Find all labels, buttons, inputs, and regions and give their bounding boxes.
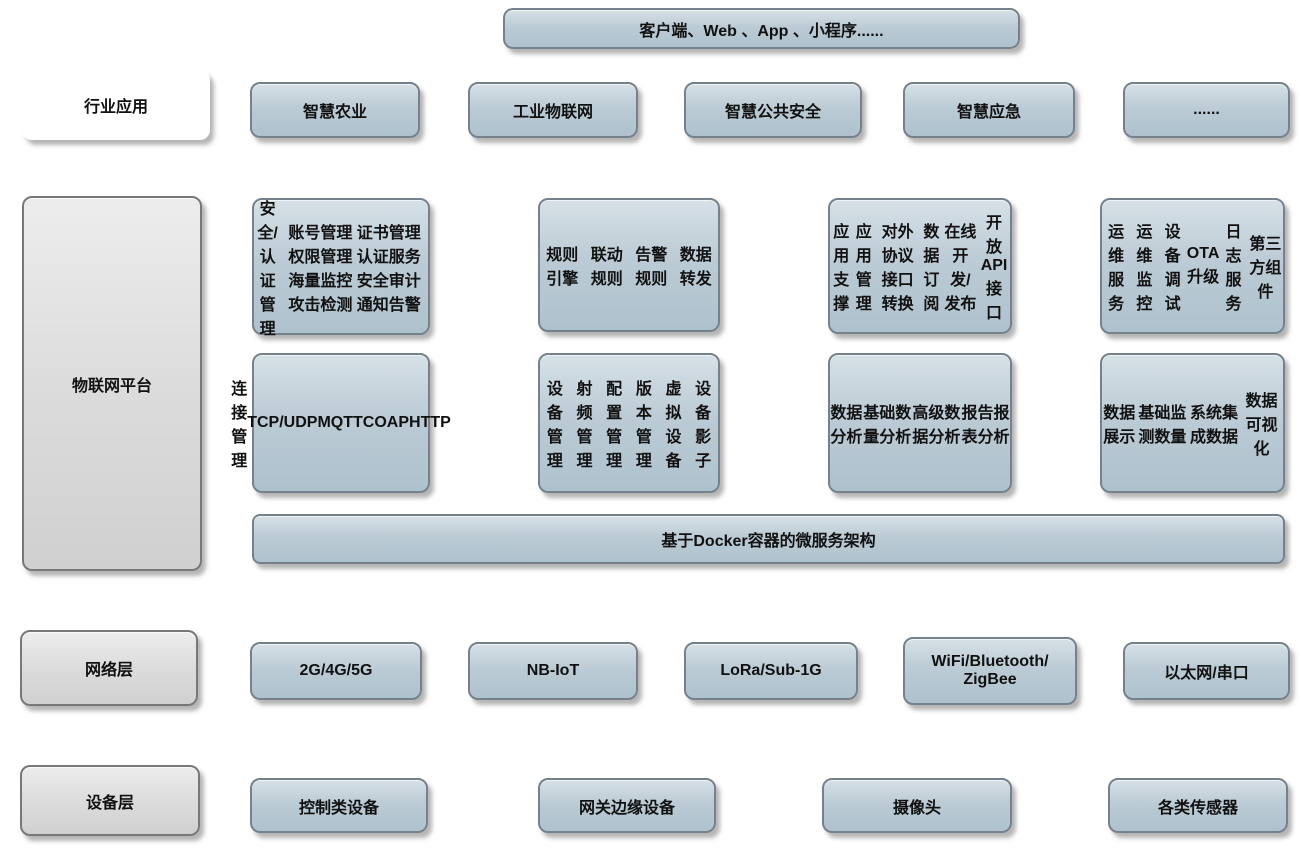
network-item-label: WiFi/Bluetooth/ ZigBee <box>931 653 1049 688</box>
module-item-grid: 账号管理 证书管理 权限管理 认证服务 海量监控 安全审计 攻击检测 通知告警 <box>281 219 428 315</box>
module-connection-mgmt: 连接管理 TCP/UDP MQTT COAP HTTP <box>231 353 451 493</box>
module-item: 账号管理 <box>288 224 353 242</box>
module-item: 对外协议接口转换 <box>881 224 914 313</box>
network-item-label: 以太网/串口 <box>1164 665 1249 682</box>
module-item: 告警规则 <box>635 247 668 288</box>
module-item: MQTT <box>317 414 363 431</box>
module-item: 日志服务 <box>1225 224 1242 313</box>
device-item-camera: 摄像头 <box>822 778 1012 833</box>
module-item: 认证服务 <box>356 248 421 266</box>
platform-layer-label: 物联网平台 <box>71 377 152 395</box>
module-item: 设备影子 <box>695 381 712 470</box>
module-item: 运维监控 <box>1136 224 1153 313</box>
platform-layer-label-box: 物联网平台 <box>22 196 202 571</box>
module-item: 证书管理 <box>356 224 421 242</box>
device-item-control-devices: 控制类设备 <box>250 778 428 833</box>
device-item-gateway-edge: 网关边缘设备 <box>538 778 716 833</box>
module-app-support: 应用支撑 应用管理 对外协议接口转换 数据订阅 在线开发/发布 开放API接口 <box>828 198 1012 334</box>
device-item-label: 各类传感器 <box>1157 799 1238 817</box>
docker-microservice-bar: 基于Docker容器的微服务架构 <box>252 514 1285 564</box>
industry-item-label: 工业物联网 <box>512 104 593 121</box>
module-item: 配置管理 <box>606 381 623 470</box>
clients-banner-label: 客户端、Web 、App 、小程序...... <box>639 22 884 40</box>
device-layer-label-box: 设备层 <box>20 765 200 836</box>
industry-item-label: ...... <box>1193 101 1220 118</box>
module-ops-service: 运维服务 运维监控 设备调试 OTA升级 日志服务 第三方组件 <box>1100 198 1285 334</box>
docker-microservice-label: 基于Docker容器的微服务架构 <box>661 533 876 550</box>
device-item-label: 网关边缘设备 <box>578 799 675 817</box>
module-item: 在线开发/发布 <box>944 224 977 313</box>
module-title: 规则引擎 <box>546 247 579 288</box>
module-title: 设备管理 <box>546 381 563 470</box>
module-item: 攻击检测 <box>288 296 353 314</box>
industry-item-smart-agriculture: 智慧农业 <box>250 82 420 138</box>
module-item: 版本管理 <box>635 381 652 470</box>
industry-item-more: ...... <box>1123 82 1290 138</box>
network-item-label: 2G/4G/5G <box>299 662 373 679</box>
clients-banner: 客户端、Web 、App 、小程序...... <box>503 8 1020 49</box>
industry-item-label: 智慧农业 <box>302 104 367 121</box>
module-title: 运维服务 <box>1108 224 1125 313</box>
module-item: 通知告警 <box>356 296 421 314</box>
network-item-label: LoRa/Sub-1G <box>720 662 822 679</box>
module-item: 应用管理 <box>855 224 872 313</box>
network-item-nbiot: NB-IoT <box>468 642 638 700</box>
industry-item-label: 智慧公共安全 <box>724 104 821 121</box>
module-item: 虚拟设备 <box>665 381 682 470</box>
network-layer-label-box: 网络层 <box>20 630 198 706</box>
device-item-label: 摄像头 <box>892 799 941 817</box>
module-title: 安全/认证管理 <box>257 200 278 338</box>
module-item: 数据转发 <box>679 247 712 288</box>
device-layer-label: 设备层 <box>85 794 134 812</box>
network-item-cellular: 2G/4G/5G <box>250 642 422 700</box>
network-item-lora: LoRa/Sub-1G <box>684 642 858 700</box>
module-title: 数据展示 <box>1103 405 1136 446</box>
module-title: 应用支撑 <box>833 224 850 313</box>
network-item-wifi-bt-zigbee: WiFi/Bluetooth/ ZigBee <box>903 637 1077 705</box>
module-item: 权限管理 <box>288 248 353 266</box>
module-item: COAP <box>362 414 410 431</box>
module-item: 数据订阅 <box>923 224 940 313</box>
industry-layer-label-box: 行业应用 <box>22 70 210 140</box>
module-item: 第三方组件 <box>1249 236 1282 301</box>
module-item: 联动规则 <box>590 247 623 288</box>
module-item: TCP/UDP <box>247 414 318 431</box>
industry-item-public-safety: 智慧公共安全 <box>684 82 862 138</box>
module-item: OTA升级 <box>1186 245 1220 286</box>
industry-item-smart-emergency: 智慧应急 <box>903 82 1075 138</box>
module-item: 高级数据分析 <box>912 405 961 446</box>
module-item: 数据可视化 <box>1245 393 1278 458</box>
module-rule-engine: 规则引擎 联动规则 告警规则 数据转发 <box>538 198 720 332</box>
device-item-sensors: 各类传感器 <box>1108 778 1288 833</box>
module-item: 基础监测数量 <box>1138 405 1187 446</box>
module-item: 报告报表分析 <box>961 405 1010 446</box>
module-device-mgmt: 设备管理 射频管理 配置管理 版本管理 虚拟设备 设备影子 <box>538 353 720 493</box>
module-item: 开放API接口 <box>980 215 1008 322</box>
module-item: 设备调试 <box>1164 224 1181 313</box>
module-security-auth: 安全/认证管理 账号管理 证书管理 权限管理 认证服务 海量监控 安全审计 攻击… <box>252 198 430 338</box>
module-item: 安全审计 <box>356 272 421 290</box>
device-item-label: 控制类设备 <box>298 799 379 817</box>
module-data-display: 数据展示 基础监测数量 系统集成数据 数据可视化 <box>1100 353 1285 493</box>
module-title: 数据分析 <box>830 405 863 446</box>
module-item: 基础数量分析 <box>863 405 912 446</box>
module-item: 系统集成数据 <box>1190 405 1239 446</box>
network-item-ethernet-serial: 以太网/串口 <box>1123 642 1290 700</box>
module-item: HTTP <box>409 414 451 431</box>
module-title: 连接管理 <box>231 381 248 470</box>
industry-layer-label: 行业应用 <box>83 99 148 116</box>
industry-item-label: 智慧应急 <box>956 104 1021 121</box>
network-layer-label: 网络层 <box>84 662 133 679</box>
network-item-label: NB-IoT <box>526 662 580 679</box>
module-item: 海量监控 <box>288 272 353 290</box>
module-item: 射频管理 <box>576 381 593 470</box>
module-data-analysis: 数据分析 基础数量分析 高级数据分析 报告报表分析 <box>828 353 1012 493</box>
industry-item-industrial-iot: 工业物联网 <box>468 82 638 138</box>
